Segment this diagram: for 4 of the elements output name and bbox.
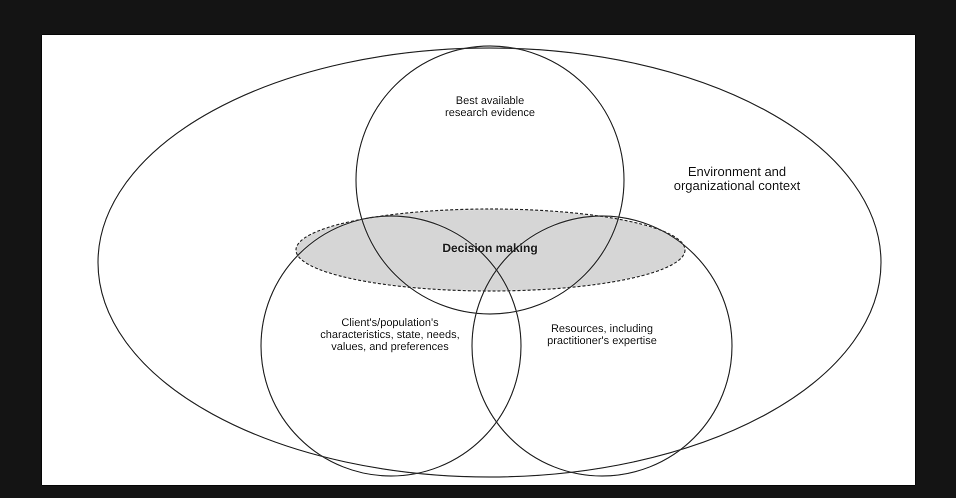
label-text: Best available research evidence xyxy=(444,95,536,119)
label-text: Environment and organizational context xyxy=(672,165,802,193)
label-text: Resources, including practitioner's expertise xyxy=(547,323,657,347)
label-text: Client's/population's characteristics, state, needs, values, and preferences xyxy=(320,317,460,353)
